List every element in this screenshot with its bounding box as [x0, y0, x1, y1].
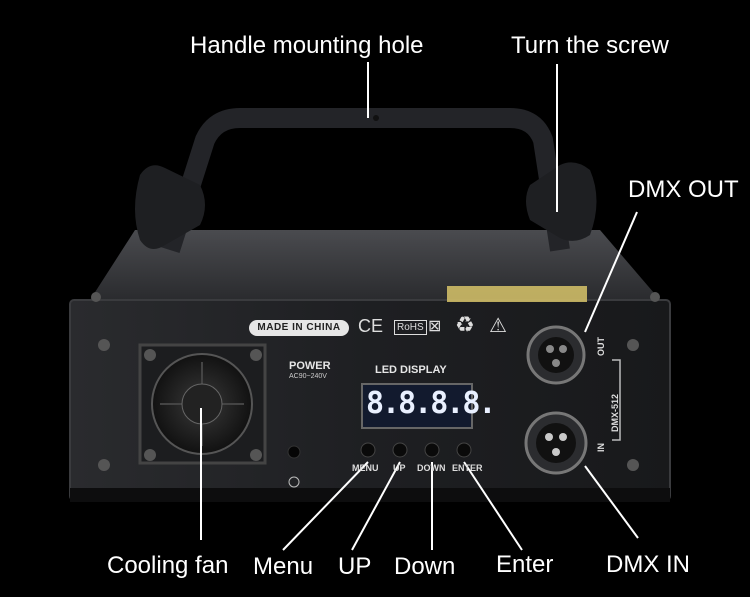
cooling-fan-callout: Cooling fan: [107, 552, 229, 579]
right-knob: [526, 162, 597, 241]
led-display-label: LED DISPLAY: [375, 364, 447, 376]
up-key-label: UP: [393, 463, 406, 473]
left-knob: [135, 165, 205, 249]
weee-icon: ⊠: [428, 318, 442, 335]
housing-top: [90, 230, 660, 300]
menu-pointer: [282, 461, 369, 551]
menu-key-label: MENU: [352, 463, 379, 473]
recycle-icon: ♻: [455, 312, 475, 337]
menu-key: [360, 442, 376, 458]
up-callout: UP: [338, 553, 372, 580]
down-key: [424, 442, 440, 458]
enter-key: [456, 442, 472, 458]
up-key: [392, 442, 408, 458]
in-label: IN: [596, 443, 606, 452]
handle-hole: [373, 115, 379, 121]
rohs-mark: RoHS: [394, 320, 427, 335]
up-pointer: [351, 461, 401, 551]
enter-pointer: [463, 461, 523, 551]
dmx-out-pointer: [584, 211, 638, 333]
handle-callout: Handle mounting hole: [190, 32, 424, 59]
made-in-label: MADE IN CHINA: [257, 322, 341, 333]
dmx-out-callout: DMX OUT: [628, 176, 739, 203]
enter-callout: Enter: [496, 551, 554, 578]
menu-callout: Menu: [253, 553, 314, 580]
down-callout: Down: [394, 553, 456, 580]
warning-icon: ⚠: [489, 315, 507, 337]
led-display: [361, 383, 473, 429]
led-digits: 8.8.8.8.: [366, 386, 497, 421]
power-label: POWER: [289, 360, 331, 372]
made-in-badge: [249, 320, 349, 336]
power-spec-label: AC90~240V: [289, 373, 327, 380]
screw-callout: Turn the screw: [511, 32, 669, 59]
ce-mark: CE: [358, 316, 384, 336]
power-socket: [287, 445, 301, 459]
dmx-in-callout: DMX IN: [606, 551, 690, 578]
enter-key-label: ENTER: [452, 463, 483, 473]
dmx512-label: DMX-512: [610, 393, 620, 432]
out-label: OUT: [596, 337, 606, 356]
down-key-label: DOWN: [417, 463, 446, 473]
dmx-in-pointer: [584, 465, 639, 539]
